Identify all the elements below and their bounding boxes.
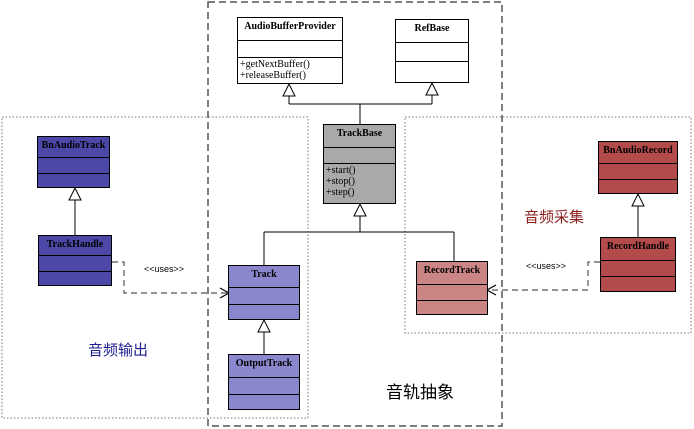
uses-label-left: <<uses>>: [144, 264, 185, 274]
class-name: OutputTrack: [235, 358, 293, 369]
track-abstraction-label: 音轨抽象: [386, 383, 454, 403]
class-trackbase: TrackBase +start() +stop() +step(): [323, 124, 396, 204]
class-name: RecordTrack: [423, 265, 481, 276]
uses-label-right: <<uses>>: [526, 261, 567, 271]
class-recordhandle: RecordHandle: [600, 237, 676, 292]
class-trackhandle: TrackHandle: [38, 235, 112, 286]
operation: +getNextBuffer(): [240, 59, 310, 70]
uses-trackhandle-track-line: [112, 261, 228, 294]
audio-capture-label: 音频采集: [524, 208, 585, 226]
class-name: RefBase: [414, 23, 450, 34]
class-name: TrackHandle: [46, 239, 104, 250]
audio-capture-group-border: [404, 116, 692, 334]
refbase-inherit-arrow: [425, 81, 439, 96]
uses-recordhandle-recordtrack-line: [488, 261, 600, 291]
audio-output-label: 音频输出: [88, 341, 149, 359]
class-name: TrackBase: [336, 128, 383, 139]
class-recordtrack: RecordTrack: [416, 261, 488, 315]
track-abstraction-group-border: [207, 1, 503, 427]
trackbase-children-lines: [263, 216, 455, 265]
class-name: BnAudioRecord: [603, 145, 673, 156]
class-refbase: RefBase: [395, 19, 469, 83]
class-bnaudiotrack: BnAudioTrack: [37, 136, 110, 188]
trackbase-inherit-arrow: [353, 202, 367, 217]
class-bnaudiorecord: BnAudioRecord: [598, 141, 678, 194]
operation: +stop(): [326, 176, 355, 187]
trackbase-inheritance-lines: [288, 95, 433, 124]
class-audiobufferprovider: AudioBufferProvider +getNextBuffer() +re…: [237, 17, 343, 84]
class-outputtrack: OutputTrack: [228, 354, 300, 410]
audiobufferprovider-inherit-arrow: [282, 82, 296, 97]
audio-output-group-border: [1, 116, 309, 419]
track-inherit-arrow: [257, 318, 271, 333]
operation: +step(): [326, 187, 355, 198]
operation: +releaseBuffer(): [240, 70, 306, 81]
class-name: AudioBufferProvider: [244, 21, 336, 32]
class-name: RecordHandle: [606, 241, 670, 252]
bnaudiorecord-inherit-arrow: [631, 192, 645, 207]
class-name: Track: [251, 269, 277, 280]
class-track: Track: [228, 265, 300, 320]
bnaudiotrack-inherit-arrow: [68, 186, 82, 201]
operation: +start(): [326, 165, 356, 176]
class-name: BnAudioTrack: [41, 140, 106, 151]
